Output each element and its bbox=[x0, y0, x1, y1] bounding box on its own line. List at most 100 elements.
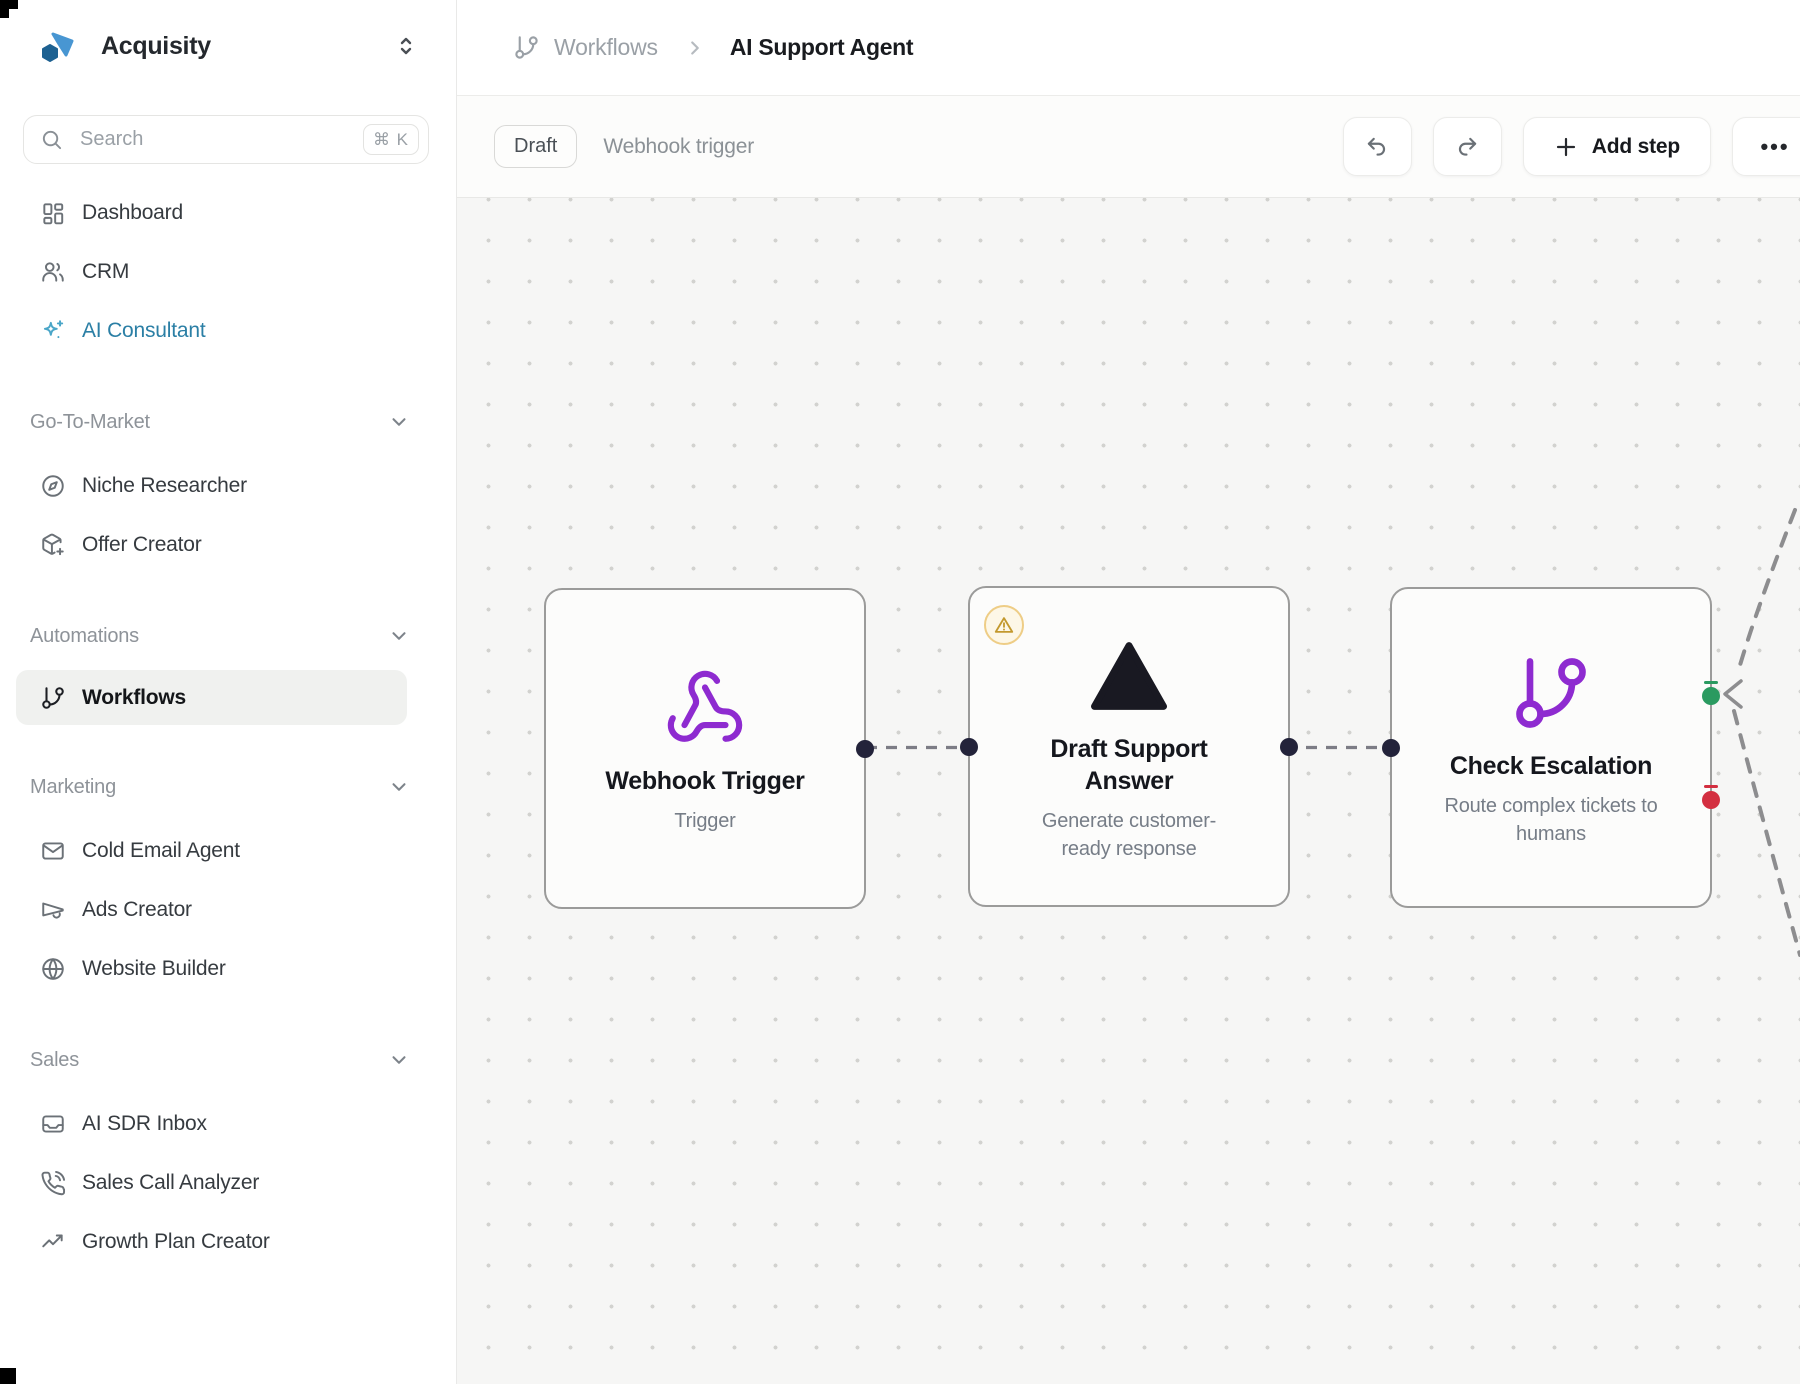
add-step-label: Add step bbox=[1591, 134, 1680, 158]
sidebar-item-label: Niche Researcher bbox=[82, 473, 247, 497]
output-port[interactable] bbox=[1280, 737, 1298, 756]
chevron-right-icon bbox=[691, 40, 699, 55]
git-branch-icon bbox=[515, 36, 538, 59]
sidebar-item-label: Sales Call Analyzer bbox=[82, 1170, 260, 1194]
sidebar-item-sales-call-analyzer[interactable]: Sales Call Analyzer bbox=[0, 1153, 456, 1212]
dashboard-icon bbox=[43, 202, 64, 224]
search-icon bbox=[42, 130, 62, 150]
section-items: Cold Email Agent Ads Creator Website Bui… bbox=[0, 821, 456, 998]
trending-up-icon bbox=[42, 1234, 63, 1247]
screen-corner-artifact bbox=[0, 0, 18, 9]
screen-corner-artifact bbox=[0, 0, 9, 18]
output-port[interactable] bbox=[856, 739, 874, 758]
sidebar-item-label: Dashboard bbox=[82, 200, 183, 224]
sidebar-item-ads-creator[interactable]: Ads Creator bbox=[0, 880, 456, 939]
chevron-down-icon bbox=[392, 783, 406, 791]
logo-row: Acquisity bbox=[0, 0, 456, 92]
sidebar-item-cold-email-agent[interactable]: Cold Email Agent bbox=[0, 821, 456, 880]
package-plus-icon bbox=[42, 533, 64, 555]
sidebar-section-automations[interactable]: Automations bbox=[0, 614, 456, 658]
breadcrumb-current: AI Support Agent bbox=[729, 34, 914, 60]
sidebar-item-label: Website Builder bbox=[82, 956, 226, 980]
sidebar-item-label: AI Consultant bbox=[82, 318, 206, 342]
sidebar: Acquisity ⌘ K Dashboard bbox=[0, 0, 457, 1384]
screen-corner-artifact bbox=[0, 1368, 16, 1384]
redo-icon bbox=[1459, 137, 1477, 156]
section-header-label: Sales bbox=[30, 1048, 80, 1071]
workflow-node-webhook-trigger[interactable]: Webhook Trigger Trigger bbox=[544, 588, 874, 909]
sidebar-item-dashboard[interactable]: Dashboard bbox=[0, 183, 456, 242]
sidebar-item-growth-plan-creator[interactable]: Growth Plan Creator bbox=[0, 1212, 456, 1271]
inbox-icon bbox=[42, 1114, 64, 1133]
node-title: Webhook Trigger bbox=[605, 766, 805, 795]
sidebar-item-label: Cold Email Agent bbox=[82, 838, 240, 862]
megaphone-icon bbox=[42, 902, 64, 919]
sidebar-section-marketing[interactable]: Marketing bbox=[0, 765, 456, 809]
breadcrumb-bar: Workflows AI Support Agent bbox=[457, 0, 1800, 96]
search-box: ⌘ K bbox=[23, 115, 429, 164]
add-step-button[interactable]: Add step bbox=[1522, 117, 1711, 176]
main-area: Workflows AI Support Agent Draft Webhook… bbox=[457, 0, 1800, 1384]
sidebar-section-go-to-market[interactable]: Go-To-Market bbox=[0, 400, 456, 444]
search-shortcut-badge: ⌘ K bbox=[362, 124, 419, 155]
input-port[interactable] bbox=[1382, 738, 1400, 757]
workflow-node-check-escalation[interactable]: Check Escalation Route complex tickets t… bbox=[1382, 587, 1720, 908]
chevron-down-icon bbox=[392, 632, 406, 640]
warning-badge[interactable] bbox=[984, 605, 1024, 645]
sidebar-item-label: Growth Plan Creator bbox=[82, 1229, 270, 1253]
acquisity-logo-icon bbox=[42, 32, 74, 62]
undo-icon bbox=[1368, 137, 1386, 156]
webhook-icon bbox=[667, 670, 743, 742]
input-port[interactable] bbox=[960, 737, 978, 756]
sidebar-item-offer-creator[interactable]: Offer Creator bbox=[0, 515, 456, 574]
breadcrumb-parent[interactable]: Workflows bbox=[554, 34, 658, 60]
sidebar-item-workflows[interactable]: Workflows bbox=[16, 670, 407, 725]
chevrons-up-down-icon[interactable] bbox=[394, 34, 418, 58]
app-title: Acquisity bbox=[101, 31, 211, 60]
sidebar-item-label: Offer Creator bbox=[82, 532, 202, 556]
output-port-escalate[interactable] bbox=[1702, 785, 1720, 809]
node-subtitle: Generate customer-ready response bbox=[1041, 809, 1217, 860]
search-input[interactable] bbox=[23, 115, 429, 164]
sidebar-primary-nav: Dashboard CRM AI Consultant bbox=[0, 183, 456, 360]
users-icon bbox=[42, 261, 64, 282]
undo-button[interactable] bbox=[1342, 117, 1412, 176]
node-icon-box bbox=[664, 662, 746, 754]
triangle-icon bbox=[1091, 642, 1167, 711]
sidebar-item-website-builder[interactable]: Website Builder bbox=[0, 939, 456, 998]
edge-arrowhead bbox=[1723, 679, 1743, 709]
chevron-down-icon bbox=[392, 1056, 406, 1064]
section-header-label: Go-To-Market bbox=[30, 410, 150, 433]
sidebar-item-ai-sdr-inbox[interactable]: AI SDR Inbox bbox=[0, 1094, 456, 1153]
warning-icon bbox=[994, 617, 1014, 633]
workflow-canvas[interactable]: Webhook Trigger Trigger Draft Support An… bbox=[457, 198, 1800, 1384]
workflow-node-draft-support-answer[interactable]: Draft Support Answer Generate customer-r… bbox=[960, 586, 1298, 907]
sidebar-item-label: Ads Creator bbox=[82, 897, 192, 921]
node-title: Check Escalation bbox=[1449, 751, 1653, 780]
sidebar-item-ai-consultant[interactable]: AI Consultant bbox=[0, 301, 456, 360]
more-options-button[interactable]: ••• bbox=[1732, 117, 1800, 176]
sidebar-item-crm[interactable]: CRM bbox=[0, 242, 456, 301]
sidebar-item-niche-researcher[interactable]: Niche Researcher bbox=[0, 456, 456, 515]
git-branch-icon bbox=[42, 686, 64, 709]
redo-button[interactable] bbox=[1432, 117, 1502, 176]
node-title: Draft Support Answer bbox=[1050, 735, 1208, 795]
section-items: Niche Researcher Offer Creator bbox=[0, 456, 456, 574]
sidebar-item-label: AI SDR Inbox bbox=[82, 1111, 207, 1135]
globe-icon bbox=[42, 957, 64, 980]
workflow-toolbar: Draft Webhook trigger Add step ••• bbox=[457, 96, 1800, 198]
sparkles-icon bbox=[43, 319, 64, 338]
section-header-label: Automations bbox=[30, 624, 139, 647]
sidebar-section-sales[interactable]: Sales bbox=[0, 1038, 456, 1082]
node-icon-box bbox=[1509, 647, 1593, 739]
phone-call-icon bbox=[41, 1170, 66, 1195]
workflow-context-label: Webhook trigger bbox=[603, 134, 755, 158]
node-subtitle: Route complex tickets to humans bbox=[1444, 795, 1658, 846]
node-subtitle: Trigger bbox=[674, 810, 736, 833]
chevron-down-icon bbox=[392, 418, 406, 426]
section-items: Workflows bbox=[0, 670, 456, 725]
output-port-success[interactable] bbox=[1702, 681, 1720, 705]
sidebar-item-label: Workflows bbox=[82, 685, 186, 709]
compass-icon bbox=[42, 474, 64, 497]
